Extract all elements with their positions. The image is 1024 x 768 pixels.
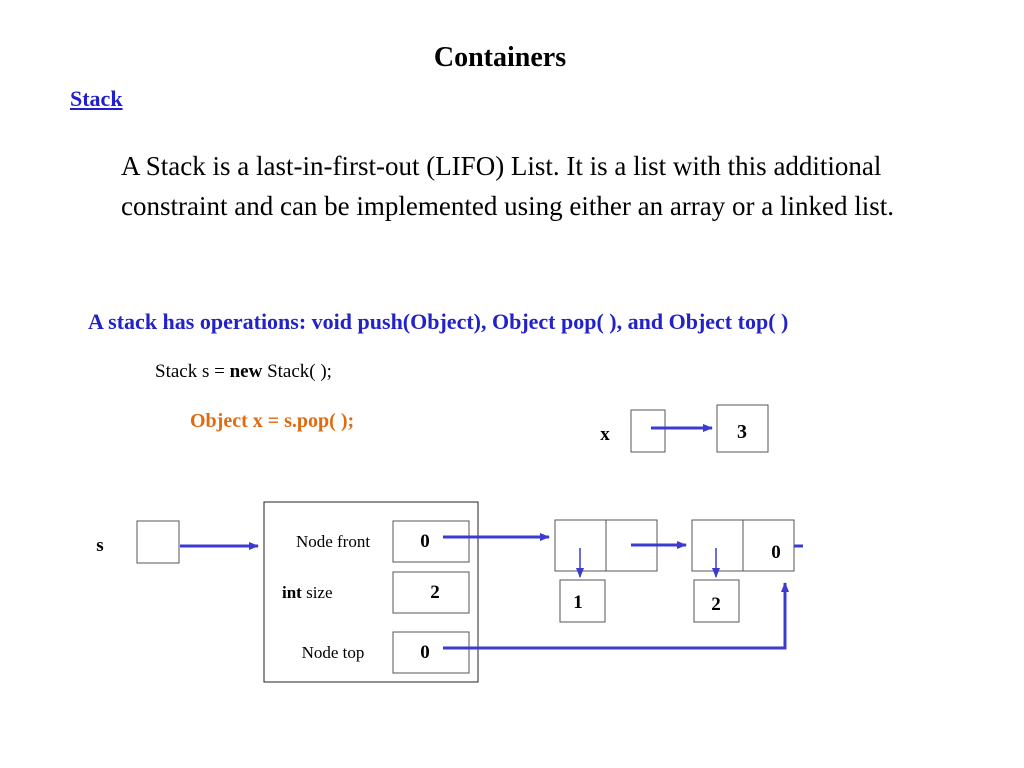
size-field-name: size xyxy=(302,583,333,602)
s-label: s xyxy=(96,535,103,556)
node-2-next-value: 0 xyxy=(771,542,781,563)
front-field-label: Node front xyxy=(296,532,370,551)
code-line-constructor: Stack s = new Stack( ); xyxy=(155,361,332,383)
x-reference-box xyxy=(630,409,666,453)
code-text: Stack( ); xyxy=(262,361,332,382)
size-field-label: int size xyxy=(282,583,333,602)
front-field-box xyxy=(392,520,470,563)
node-2-value-box xyxy=(693,579,740,623)
code-line-pop: Object x = s.pop( ); xyxy=(190,410,355,432)
top-field-label: Node top xyxy=(302,643,365,662)
description-paragraph: A Stack is a last-in-first-out (LIFO) Li… xyxy=(121,151,894,221)
code-text: Stack s = xyxy=(155,361,230,382)
section-subtitle: Stack xyxy=(70,86,123,111)
x-label: x xyxy=(600,424,610,445)
s-reference-box xyxy=(136,520,180,564)
node-2-data-cell xyxy=(691,519,744,572)
size-field-keyword: int xyxy=(282,583,302,602)
node-2-next-cell xyxy=(742,519,795,572)
page-title: Containers xyxy=(433,42,567,73)
x-value: 3 xyxy=(737,421,747,443)
node-1-value-box xyxy=(559,579,606,623)
top-field-box xyxy=(392,631,470,674)
front-field-value: 0 xyxy=(420,531,430,552)
node-1-value: 1 xyxy=(573,592,583,613)
top-pointer-arrow xyxy=(443,582,789,650)
top-field-value: 0 xyxy=(420,642,430,663)
size-field-box xyxy=(392,571,470,614)
operations-line: A stack has operations: void push(Object… xyxy=(88,309,789,334)
code-keyword: new xyxy=(229,361,263,382)
size-field-value: 2 xyxy=(430,582,440,603)
node-2-value: 2 xyxy=(711,594,721,615)
x-value-box xyxy=(716,404,769,453)
